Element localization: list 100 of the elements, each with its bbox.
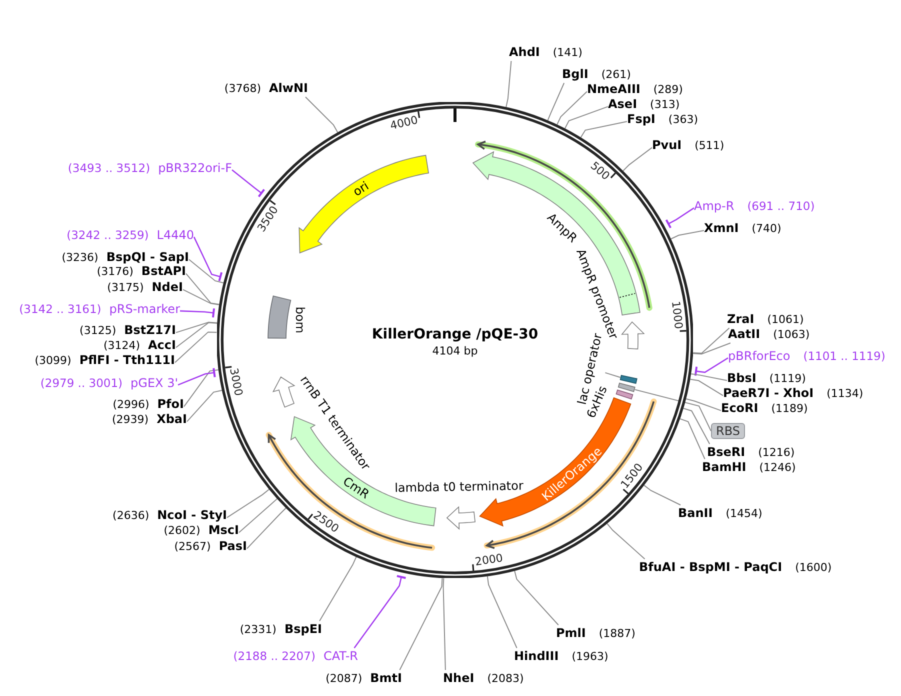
cut-site-position: (261)	[601, 67, 631, 83]
enzyme-name: BstAPI	[141, 264, 186, 279]
leader-line	[176, 322, 218, 334]
cut-site-position: (2939)	[112, 412, 149, 428]
feature-label: ori	[350, 178, 372, 200]
primer-leader-line	[694, 357, 728, 377]
enzyme-name: PfoI	[157, 396, 184, 412]
primer-leader-line	[354, 575, 407, 648]
cut-site-position: (3768)	[224, 81, 261, 97]
enzyme-name: PvuI	[652, 137, 682, 153]
leader-line	[690, 378, 724, 396]
enzyme-name: BspEI	[284, 621, 322, 637]
primer-name: pRS-marker	[109, 301, 180, 317]
leader-line	[486, 576, 518, 648]
leader-line	[634, 389, 712, 432]
leader-line	[622, 147, 652, 172]
primer-name: CAT-R	[323, 648, 358, 664]
leader-line	[670, 230, 704, 240]
leader-line	[686, 398, 722, 412]
cut-site-position: (1134)	[826, 386, 864, 402]
leader-line	[556, 91, 588, 125]
leader-line	[692, 328, 730, 354]
leader-line	[182, 289, 220, 306]
primer-name: pBRforEco	[728, 348, 790, 364]
scale-label: 3000	[226, 367, 246, 398]
leader-line	[514, 570, 559, 626]
primer-position: (3242 .. 3259)	[66, 227, 149, 243]
enzyme-name: XmnI	[704, 220, 739, 236]
primer-position: (2979 .. 3001)	[40, 375, 123, 391]
leader-line	[644, 484, 682, 506]
leader-line	[682, 408, 710, 444]
leader-line	[604, 372, 621, 378]
cut-site-position: (1963)	[572, 649, 608, 665]
feature-label: lambda t0 terminator	[394, 478, 524, 496]
primer-leader-line	[180, 307, 216, 318]
feature-tag: RBS	[711, 423, 745, 439]
enzyme-name: BstZ17I	[124, 322, 176, 338]
primer-position: (3493 .. 3512)	[68, 160, 150, 176]
feature-label: bom	[292, 306, 308, 334]
enzyme-name: PaeR7I - XhoI	[723, 385, 814, 401]
enzyme-name: AatII	[728, 326, 760, 342]
cut-site-position: (1216)	[758, 445, 795, 461]
enzyme-name: AlwNI	[269, 80, 308, 96]
cut-site-position: (3236)	[62, 250, 98, 266]
leader-line	[184, 369, 219, 408]
enzyme-name: BseRI	[707, 444, 746, 460]
leader-line	[238, 498, 278, 534]
enzyme-name: BbsI	[727, 370, 756, 386]
enzyme-name: ZraI	[727, 311, 754, 327]
primer-position: (2188 .. 2207)	[233, 648, 316, 664]
enzyme-name: PasI	[218, 538, 247, 554]
cut-site-position: (363)	[668, 112, 698, 128]
enzyme-name: NheI	[443, 670, 474, 686]
cut-site-position: (2567)	[174, 539, 211, 555]
cut-site-position: (740)	[752, 221, 782, 237]
cut-site-position: (1246)	[759, 460, 796, 476]
cut-site-position: (141)	[552, 45, 582, 61]
leader-line	[506, 60, 512, 108]
cut-site-position: (3125)	[80, 323, 116, 339]
leader-line	[692, 342, 731, 355]
leader-line	[319, 556, 357, 622]
enzyme-name: NmeAIII	[587, 81, 640, 97]
enzyme-name: BfuAI - BspMI - PaqCI	[639, 559, 782, 575]
enzyme-name: PmlI	[556, 625, 586, 641]
enzyme-name: HindIII	[514, 648, 559, 664]
leader-line	[186, 390, 222, 422]
cut-site-position: (1119)	[769, 371, 806, 387]
cut-site-position: (2602)	[164, 523, 200, 539]
enzyme-name: NcoI - StyI	[157, 507, 227, 523]
cut-site-position: (289)	[653, 82, 683, 98]
enzyme-name: BmtI	[370, 670, 402, 686]
leader-line	[246, 508, 286, 550]
enzyme-name: MscI	[208, 522, 239, 538]
leader-line	[186, 273, 220, 305]
cut-site-position: (1454)	[726, 506, 762, 522]
enzyme-name: NdeI	[152, 279, 183, 295]
cut-site-position: (2083)	[487, 671, 524, 687]
primer-position: (3142 .. 3161)	[19, 301, 102, 317]
primer-leader-line	[665, 207, 694, 229]
cut-site-position: (1063)	[773, 327, 810, 343]
enzyme-name: AccI	[148, 337, 176, 353]
cut-site-position: (1061)	[767, 312, 804, 328]
cut-site-position: (3176)	[96, 264, 134, 280]
cut-site-position: (2331)	[240, 622, 276, 638]
cut-site-position: (3124)	[103, 338, 140, 354]
enzyme-name: BspQI - SapI	[106, 249, 189, 265]
primer-name: pBR322ori-F	[158, 160, 232, 176]
primer-position: (691 .. 710)	[747, 198, 815, 214]
cut-site-position: (3099)	[34, 353, 72, 369]
enzyme-name: AhdI	[509, 44, 540, 60]
plasmid-name: KillerOrange /pQE-30	[372, 326, 538, 344]
enzyme-name: BglI	[562, 66, 588, 82]
scale-label: 500	[588, 158, 612, 183]
cut-site-position: (2636)	[112, 508, 150, 524]
enzyme-name: FspI	[627, 111, 656, 127]
cut-site-position: (1600)	[795, 560, 832, 576]
leader-line	[174, 332, 218, 364]
leader-line	[399, 578, 443, 670]
cut-site-position: (313)	[650, 97, 680, 113]
primer-name: L4440	[156, 227, 194, 243]
